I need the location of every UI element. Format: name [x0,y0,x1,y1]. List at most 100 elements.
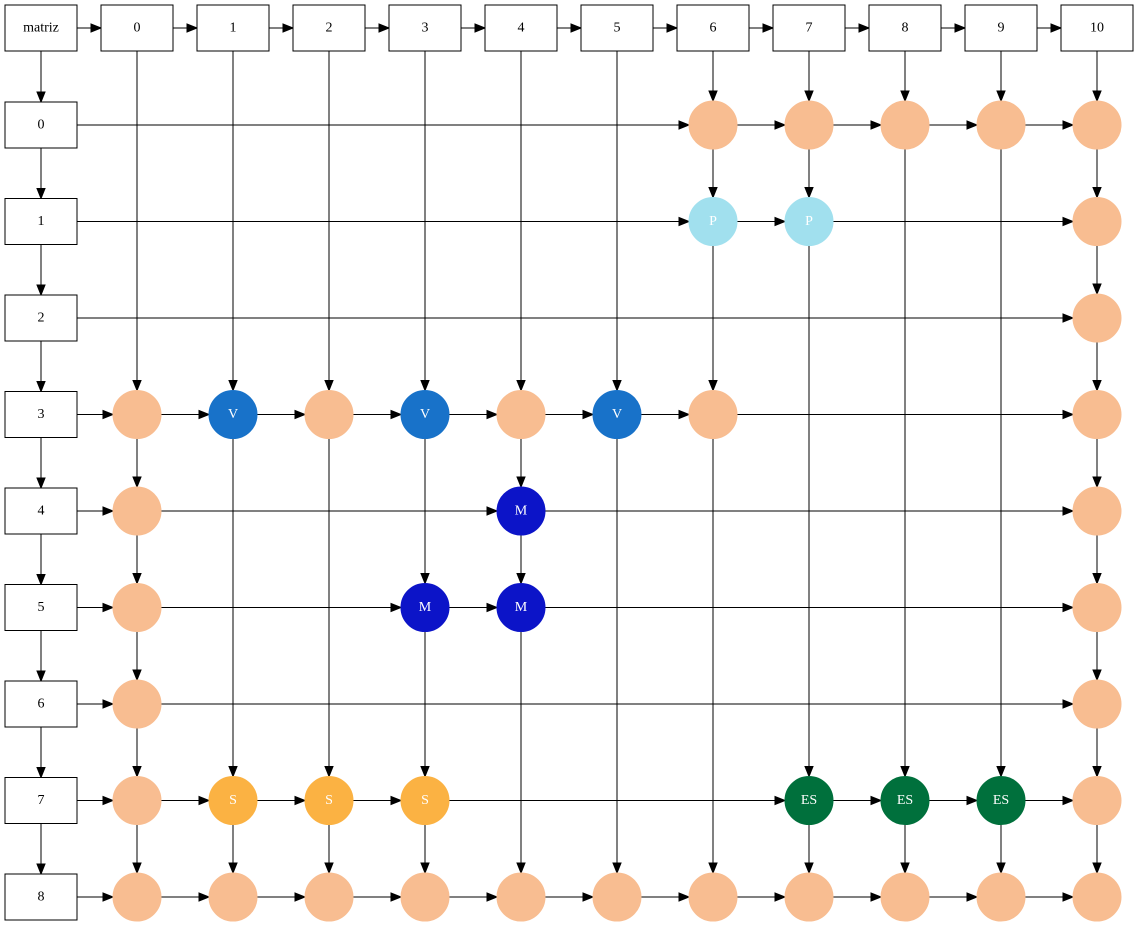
row-header-7: 7 [4,777,78,824]
edge-row-link [77,216,691,227]
row-header-label: 2 [38,311,45,326]
edge-col-link [900,824,910,875]
edge-col-link [996,51,1006,103]
edge-col-link [228,824,238,875]
edge-col-link [420,824,430,875]
edge-row-link [77,120,691,130]
edge-col-link [900,149,910,778]
column-header-7: 7 [772,4,846,52]
edge-col-link [132,438,142,489]
cell-node-8-7 [784,872,834,922]
cell-node-3-3: V [400,390,450,439]
edge-col-link [804,245,814,778]
edge-row-link [353,795,403,806]
edge-row-link [737,409,1075,420]
cell-node-3-0 [112,390,162,439]
cell-node-5-4: M [496,583,546,632]
cell-node-2-10 [1072,293,1122,343]
edge-col-link [324,438,334,778]
cell-node-label: M [515,600,528,615]
edge-col-link [1092,149,1102,199]
edge-row-link [929,892,979,902]
cell-node-label: V [228,407,238,422]
edge-row-link [449,602,499,613]
edge-col-chain [1037,23,1063,33]
edge-col-link [420,51,430,392]
column-header-label: 8 [902,21,909,36]
column-header-8: 8 [868,4,942,52]
edge-col-link [804,51,814,103]
row-header-label: 4 [38,504,45,519]
edge-row-link [161,892,211,902]
cell-node-label: ES [801,793,817,808]
cell-node-8-3 [400,872,450,922]
column-header-label: 6 [710,21,717,36]
edge-col-chain [557,23,583,33]
row-header-6: 6 [4,680,78,728]
edge-col-link [1092,824,1102,875]
edge-col-link [612,51,622,392]
column-header-label: 5 [614,21,621,36]
edge-row-link [449,892,499,902]
edge-col-link [324,824,334,875]
edge-col-link [1092,535,1102,585]
cell-node-7-8: ES [880,776,930,825]
edge-col-link [516,438,526,489]
column-header-9: 9 [964,4,1038,52]
edge-col-link [132,51,142,392]
cell-node-label: M [515,504,528,519]
edge-row-link [833,120,883,130]
cell-node-label: M [419,600,432,615]
edge-row-link [161,699,1075,709]
edge-row-link [353,892,403,902]
edge-row-link [929,120,979,130]
edge-col-chain [653,23,679,33]
column-header-label: 3 [422,21,429,36]
edge-col-chain [749,23,775,33]
cell-node-3-4 [496,390,546,439]
cell-node-1-6: P [688,197,738,246]
cell-node-8-4 [496,872,546,922]
edge-col-chain [173,23,199,33]
edge-row-link [1025,795,1075,806]
cell-node-5-3: M [400,583,450,632]
edge-row-link [77,602,115,613]
edge-col-chain [845,23,871,33]
column-header-3: 3 [388,4,462,52]
edge-row-chain [36,534,46,586]
row-header-label: 1 [38,214,45,229]
row-header-label: 6 [38,697,45,712]
edge-col-link [708,438,718,875]
cell-node-7-3: S [400,776,450,825]
edge-col-link [516,631,526,875]
edge-col-chain [941,23,967,33]
edge-row-link [545,892,595,902]
edge-row-chain [36,437,46,490]
column-header-label: 2 [326,21,333,36]
column-header-4: 4 [484,4,558,52]
edge-col-link [708,51,718,103]
edge-col-chain [461,23,487,33]
edge-header-to-col-0 [77,23,103,33]
column-header-1: 1 [196,4,270,52]
cell-node-8-0 [112,872,162,922]
column-header-2: 2 [292,4,366,52]
cell-node-7-2: S [304,776,354,825]
cell-node-6-10 [1072,679,1122,729]
row-header-3: 3 [4,391,78,438]
matrix-header-box: matriz [4,4,78,52]
matrix-header-label: matriz [23,21,59,36]
cell-node-3-2 [304,390,354,439]
cell-node-8-6 [688,872,738,922]
edge-row-chain [36,630,46,683]
edge-col-chain [365,23,391,33]
column-header-label: 7 [806,21,813,36]
edge-row-link [77,795,115,806]
edge-col-link [1092,438,1102,489]
edge-col-link [132,535,142,585]
cell-node-7-10 [1072,776,1122,825]
cell-node-1-10 [1072,197,1122,246]
cell-node-7-0 [112,776,162,825]
cell-node-label: V [420,407,430,422]
